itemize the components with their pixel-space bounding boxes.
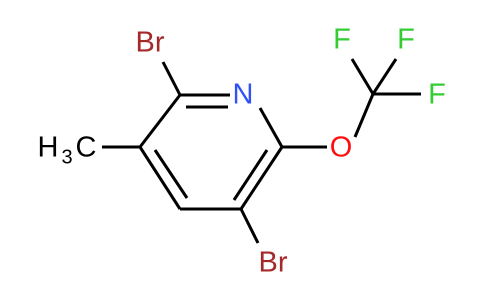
bond-c5-br <box>239 208 260 244</box>
bond-o-cf3 <box>353 93 375 138</box>
methyl-group-subscript: 3 <box>61 146 72 168</box>
atom-f-right: F <box>428 79 446 111</box>
bond-c6-c5 <box>239 146 284 210</box>
atom-br-top: Br <box>136 27 165 59</box>
methyl-group-c: C <box>76 132 97 164</box>
methyl-group-h: H <box>38 132 59 164</box>
bond-c4-c3 <box>138 146 182 210</box>
atom-f-mid: F <box>397 24 415 56</box>
bond-c4-c3-double <box>153 149 189 199</box>
bond-c6-c5-double <box>232 149 269 201</box>
pyridine-ring <box>138 93 284 211</box>
bond-c3-c2 <box>138 94 182 148</box>
atom-labels: Br N F F F O H 3 C Br <box>38 24 446 279</box>
substituent-bonds <box>102 58 421 244</box>
bond-c2-br <box>161 61 182 96</box>
atom-br-bottom: Br <box>259 247 288 279</box>
bond-n1-c6 <box>258 107 284 148</box>
atom-f-left: F <box>333 24 351 56</box>
atom-n: N <box>233 79 254 111</box>
bond-c-f-mid <box>371 58 398 95</box>
bond-c-f-left <box>350 58 375 95</box>
atom-o: O <box>330 132 353 164</box>
